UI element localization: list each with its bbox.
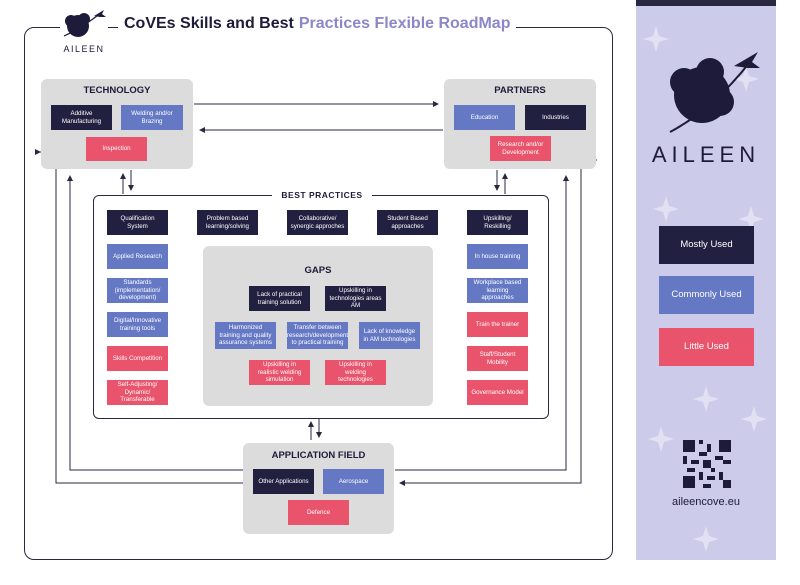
star-pattern — [643, 26, 767, 552]
gap-practical-training: Lack of practical training solution — [249, 286, 310, 311]
bp-standards: Standards (implementation/ development) — [107, 278, 168, 303]
title-accent: Practices Flexible RoadMap — [298, 15, 511, 32]
partner-research-development: Research and/or Development — [490, 136, 551, 161]
partner-education: Education — [454, 105, 515, 130]
legend-little-used: Little Used — [659, 328, 754, 366]
page-title: CoVEs Skills and Best Practices Flexible… — [118, 10, 517, 38]
application-field-title: APPLICATION FIELD — [271, 450, 366, 461]
best-practices-title: BEST PRACTICES — [272, 188, 372, 202]
bp-self-adjusting: Self-Adjusting/ Dynamic/ Transferable — [107, 380, 168, 405]
technology-title: TECHNOLOGY — [83, 85, 151, 96]
gap-upskilling-am: Upskilling in technologies areas AM — [325, 286, 386, 311]
bp-student-based-approaches: Student Based approaches — [377, 210, 438, 235]
logo-text: AILEEN — [63, 44, 105, 54]
bp-collaborative-approaches: Collaborative/ synergic approches — [287, 210, 348, 235]
gap-welding-simulation: Upskilling in realistic welding simulati… — [249, 360, 310, 385]
bp-upskilling-reskilling: Upskilling/ Reskilling — [467, 210, 528, 235]
bp-train-the-trainer: Train the trainer — [467, 312, 528, 337]
bp-qualification-system: Qualification System — [107, 210, 168, 235]
app-aerospace: Aerospace — [323, 469, 384, 494]
tech-welding-brazing: Welding and/or Brazing — [121, 105, 183, 130]
title-main: CoVEs Skills and Best — [124, 15, 294, 32]
app-other-applications: Other Applications — [253, 469, 314, 494]
brain-plane-icon — [63, 10, 106, 37]
bp-governance-model: Governance Model — [467, 380, 528, 405]
tech-additive-manufacturing: Additive Manufacturing — [51, 105, 112, 130]
legend-commonly-used: Commonly Used — [659, 276, 754, 314]
aileen-logo: AILEEN — [60, 6, 108, 58]
sidebar-url[interactable]: aileencove.eu — [672, 496, 740, 508]
bp-skills-competition: Skills Competition — [107, 346, 168, 371]
gaps-title: GAPS — [304, 265, 332, 276]
partner-industries: Industries — [525, 105, 586, 130]
legend-mostly-used: Mostly Used — [659, 226, 754, 264]
partners-title: PARTNERS — [494, 85, 546, 96]
app-defence: Defence — [288, 500, 349, 525]
bp-problem-based-learning: Problem based learning/solving — [197, 210, 258, 235]
bp-staff-student-mobility: Staff/Student Mobility — [467, 346, 528, 371]
bp-applied-research: Applied Research — [107, 244, 168, 269]
bp-workplace-based-learning: Workplace based learning approaches — [467, 278, 528, 303]
sidebar-brand: AILEEN — [651, 142, 761, 167]
qr-code-icon — [683, 440, 731, 488]
bp-in-house-training: In house training — [467, 244, 528, 269]
bp-digital-training-tools: Digital/Innovative training tools — [107, 312, 168, 337]
gap-harmonized-training: Harmonized training and quality assuranc… — [215, 322, 276, 349]
brain-plane-icon — [669, 52, 760, 133]
tech-inspection: Inspection — [86, 137, 147, 161]
gap-transfer-research: Transfer between research/development to… — [287, 322, 348, 349]
gap-welding-technologies: Upskilling in welding technologies — [325, 360, 386, 385]
gap-knowledge-am: Lack of knowledge in AM technologies — [359, 322, 420, 349]
